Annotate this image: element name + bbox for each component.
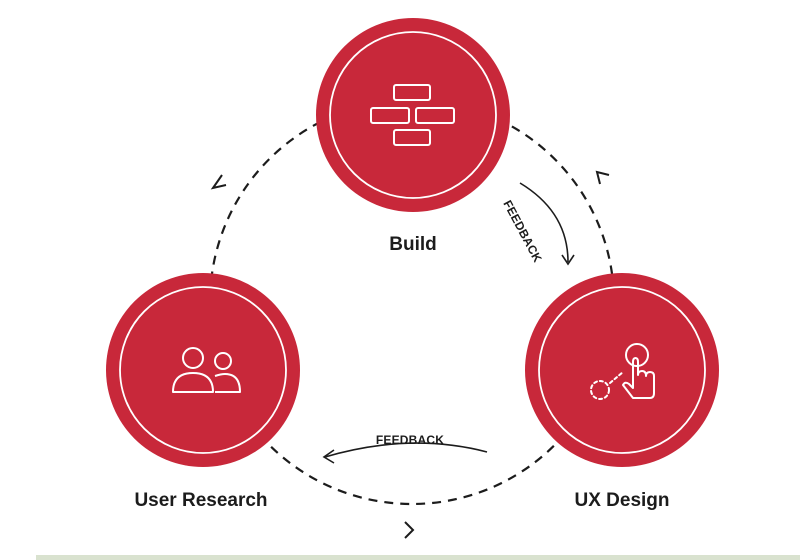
bottom-edge-strip	[36, 555, 800, 560]
build-node	[316, 18, 510, 212]
user-research-node	[106, 273, 300, 467]
feedback-arrow-ux-to-research: FEEDBACK	[322, 433, 488, 464]
ux-design-node	[525, 273, 719, 467]
cycle-chevron-right	[595, 170, 610, 185]
feedback-label-right: FEEDBACK	[500, 198, 544, 265]
bricks-icon	[370, 84, 455, 146]
feedback-arrow-build-to-ux: FEEDBACK	[500, 182, 575, 266]
build-label: Build	[389, 234, 437, 255]
users-icon	[172, 347, 241, 393]
feedback-label-bottom: FEEDBACK	[376, 433, 444, 447]
cycle-chevron-left	[210, 174, 227, 190]
user-research-label: User Research	[134, 490, 267, 511]
ux-design-label: UX Design	[574, 490, 669, 511]
cycle-chevron-bottom	[404, 521, 415, 539]
click-hand-icon	[590, 343, 655, 400]
